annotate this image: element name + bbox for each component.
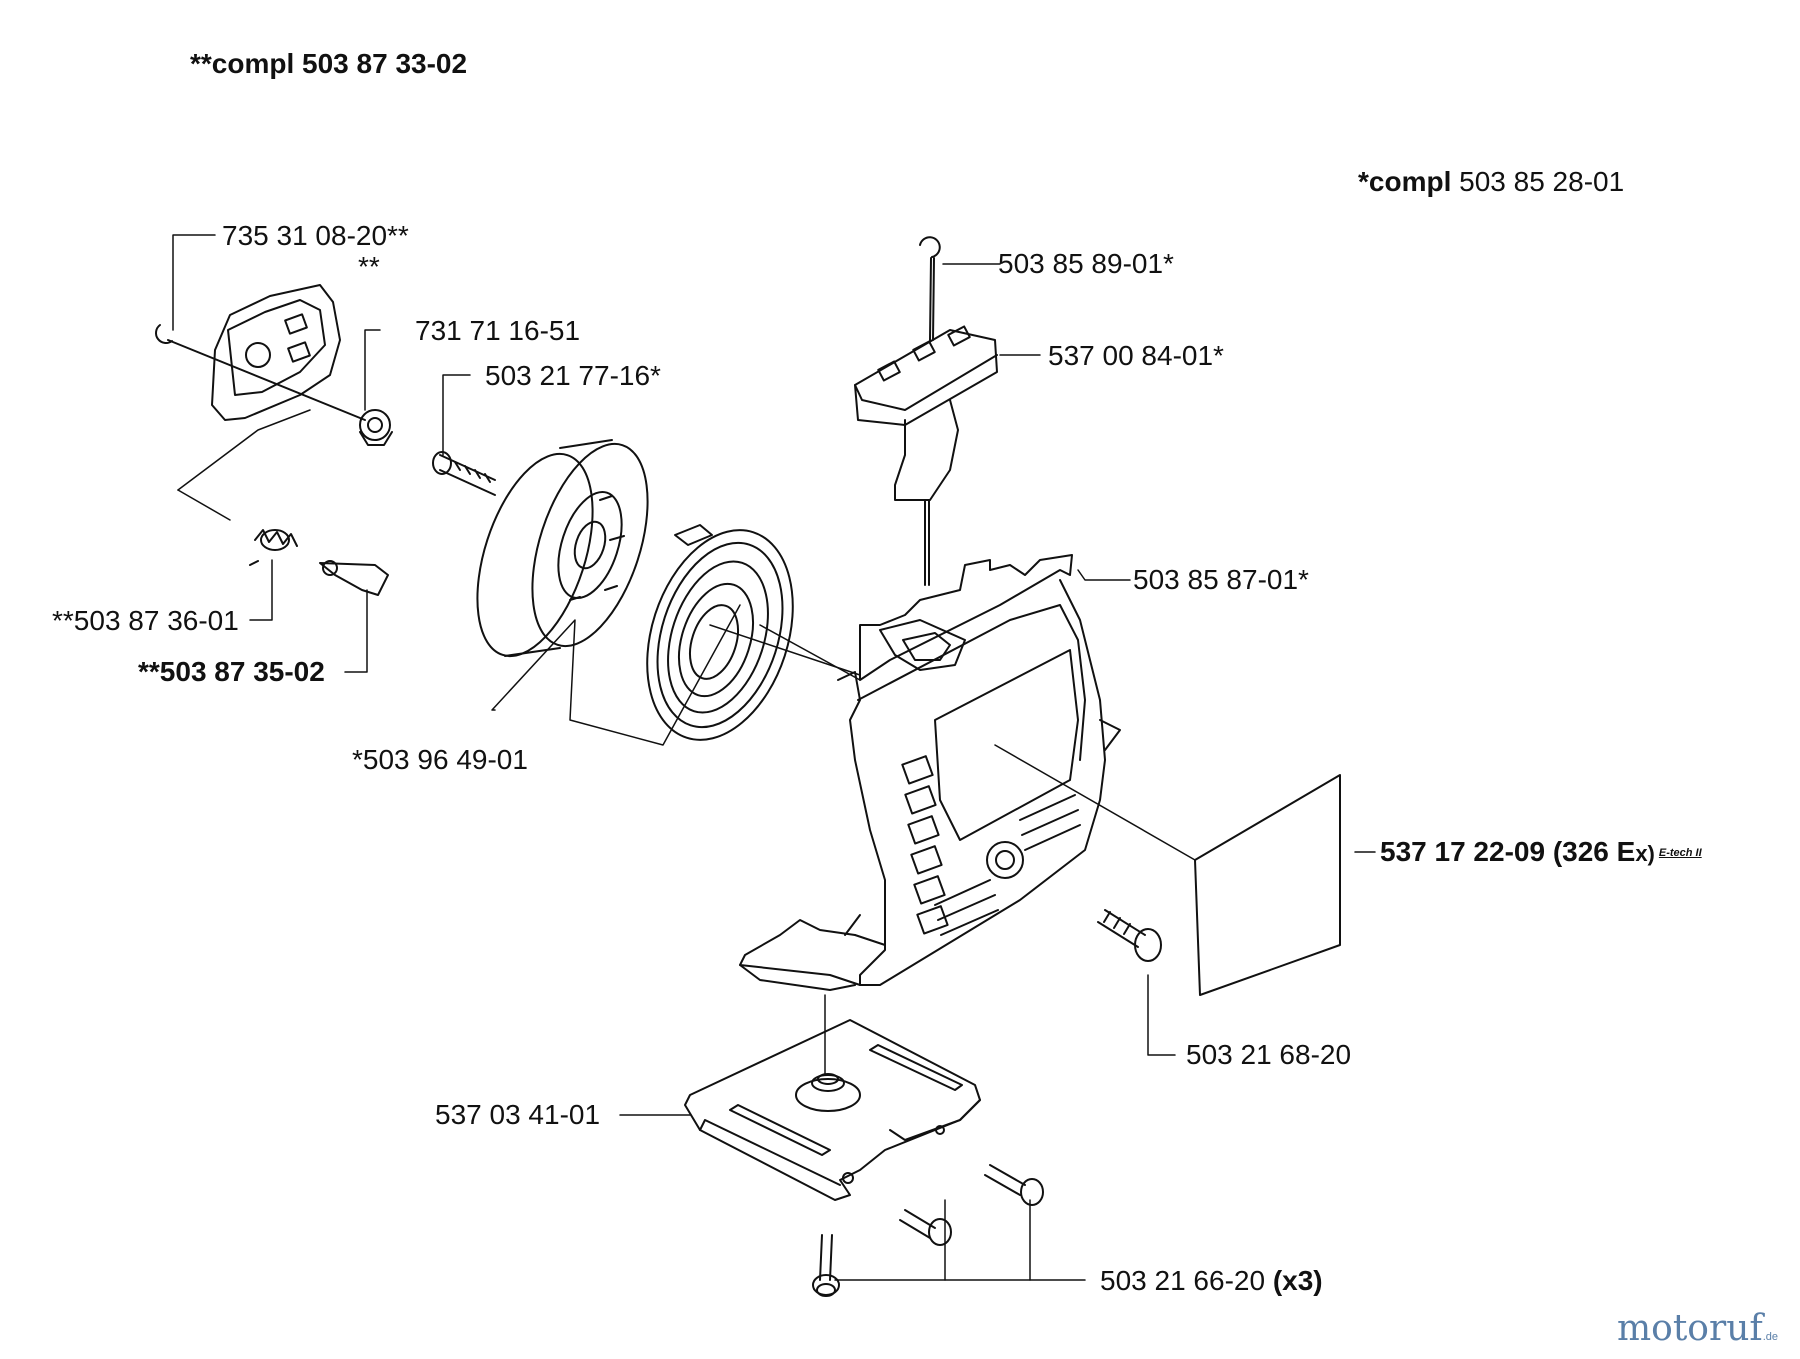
- part-label-housing-screw: 503 21 68-20: [1186, 1039, 1352, 1070]
- pulley-screw-part: [432, 451, 496, 496]
- starter-housing-part: [739, 554, 1121, 991]
- part-label-decal: 537 17 22-09 (326 Ex)E-tech II: [1380, 838, 1702, 866]
- etech-logo: E-tech II: [1658, 847, 1702, 860]
- watermark-text: motoruf: [1617, 1308, 1763, 1349]
- assembly-label-b: *compl 503 85 28-01: [1358, 168, 1624, 196]
- leader-lines: [172, 234, 1376, 1281]
- part-label-pulley-set: *503 96 49-01: [352, 744, 528, 775]
- part-label-decal-number: 537 17 22-09 (326 E: [1380, 836, 1636, 867]
- part-label-housing: 503 85 87-01*: [1133, 564, 1309, 595]
- part-label-bracket-screws-qty: (x3): [1272, 1265, 1323, 1296]
- housing-screw-part: [1097, 909, 1162, 962]
- part-label-pulley-screw: 503 21 77-16*: [485, 360, 661, 391]
- part-label-pawl: **503 87 35-02: [138, 656, 325, 687]
- bracket-screws-part: [812, 1164, 1044, 1297]
- part-label-handle: 537 00 84-01*: [1048, 340, 1224, 371]
- part-label-cover-mark: **: [358, 251, 380, 282]
- assembly-label-b-number: 503 85 28-01: [1459, 166, 1625, 197]
- part-label-bracket: 537 03 41-01: [435, 1099, 601, 1130]
- part-label-clip: 735 31 08-20**: [222, 220, 409, 251]
- pawl-spring-part: [249, 529, 298, 566]
- watermark-logo: motoruf.de: [1617, 1308, 1778, 1349]
- pawl-part: [319, 560, 389, 596]
- part-label-pawl-spring: **503 87 36-01: [52, 605, 239, 636]
- part-label-nut: 731 71 16-51: [415, 315, 581, 346]
- bracket-plate-part: [684, 1019, 981, 1201]
- watermark-suffix: .de: [1762, 1331, 1778, 1343]
- starter-grip-part: [854, 236, 998, 586]
- assembly-label-b-prefix: *compl: [1358, 166, 1460, 197]
- part-label-grip-top: 503 85 89-01*: [998, 248, 1174, 279]
- pawl-cover-part: [155, 284, 393, 446]
- part-label-bracket-screws: 503 21 66-20 (x3): [1100, 1267, 1323, 1295]
- assembly-label-a: **compl 503 87 33-02: [190, 48, 468, 79]
- recoil-spring-part: [646, 524, 794, 741]
- part-label-bracket-screws-number: 503 21 66-20: [1100, 1265, 1273, 1296]
- decal-part: [1194, 774, 1341, 996]
- starter-pulley-part: [476, 439, 649, 658]
- part-label-decal-x: x): [1635, 841, 1655, 866]
